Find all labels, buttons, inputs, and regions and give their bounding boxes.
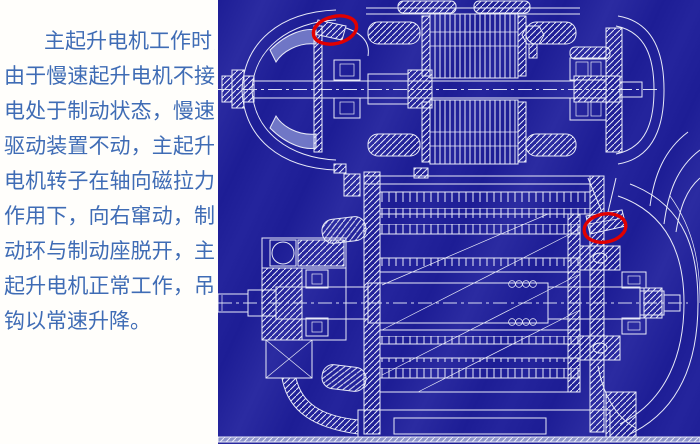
paragraph-line: 电机转子在轴向磁拉力 [4,169,215,193]
paragraph-line: 动环与制动座脱开，主 [4,239,215,263]
paragraph-line: 作用下，向右窜动，制 [4,204,215,228]
slow-speed-motor-section [218,0,665,174]
paragraph-line: 电处于制动状态，慢速 [4,99,215,123]
main-hoist-motor-section [218,167,700,443]
paragraph-line: 主起升电机工作时， [44,29,215,53]
drawing-panel [218,0,700,444]
paragraph-line: 由于慢速起升电机不接 [4,64,215,88]
highlight-ellipse-top [311,14,359,46]
paragraph: 主起升电机工作时， 由于慢速起升电机不接 电处于制动状态，慢速 驱动装置不动，主… [4,24,215,339]
text-panel: 主起升电机工作时， 由于慢速起升电机不接 电处于制动状态，慢速 驱动装置不动，主… [0,0,218,444]
paragraph-line: 钩以常速升降。 [4,309,151,333]
highlight-ellipse-bottom [582,212,628,244]
paragraph-line: 起升电机正常工作，吊 [4,274,215,298]
paragraph-line: 驱动装置不动，主起升 [4,134,215,158]
motor-cross-section-drawing [218,0,700,443]
